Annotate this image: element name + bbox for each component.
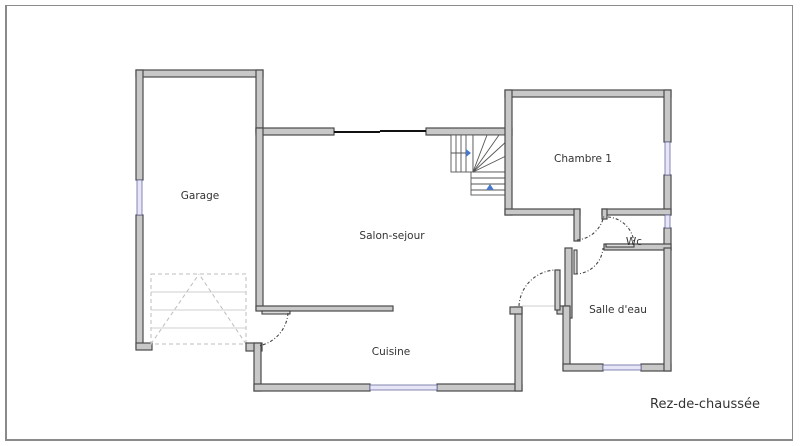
- garage-kitchen-door: [257, 310, 291, 347]
- room-label-salle-eau: Salle d'eau: [589, 304, 647, 316]
- stair-arrow-up-icon: [486, 184, 494, 190]
- chambre-door: [576, 214, 605, 241]
- sliding-bay-door: [334, 130, 426, 133]
- wc-door: [605, 216, 635, 248]
- garage-walls: [135, 69, 264, 351]
- stair-arrow-icon: [466, 149, 471, 157]
- room-label-salon-sejour: Salon-sejour: [359, 230, 425, 242]
- salle-eau-window: [602, 364, 642, 371]
- room-label-cuisine: Cuisine: [371, 346, 411, 358]
- salle-eau-walls: [554, 247, 672, 372]
- garage-window: [136, 179, 143, 216]
- level-title: Rez-de-chaussée: [650, 397, 761, 412]
- salle-eau-door: [573, 247, 604, 275]
- staircase: [450, 134, 509, 196]
- chambre-window: [664, 141, 671, 176]
- room-label-wc: Wc: [625, 236, 643, 248]
- room-label-chambre-1: Chambre 1: [554, 153, 612, 165]
- room-label-garage: Garage: [180, 190, 220, 202]
- chambre-walls: [504, 89, 672, 242]
- cuisine-window: [369, 384, 438, 391]
- garage-door: [150, 273, 247, 345]
- wc-window: [664, 214, 671, 229]
- plan-frame: [5, 5, 793, 441]
